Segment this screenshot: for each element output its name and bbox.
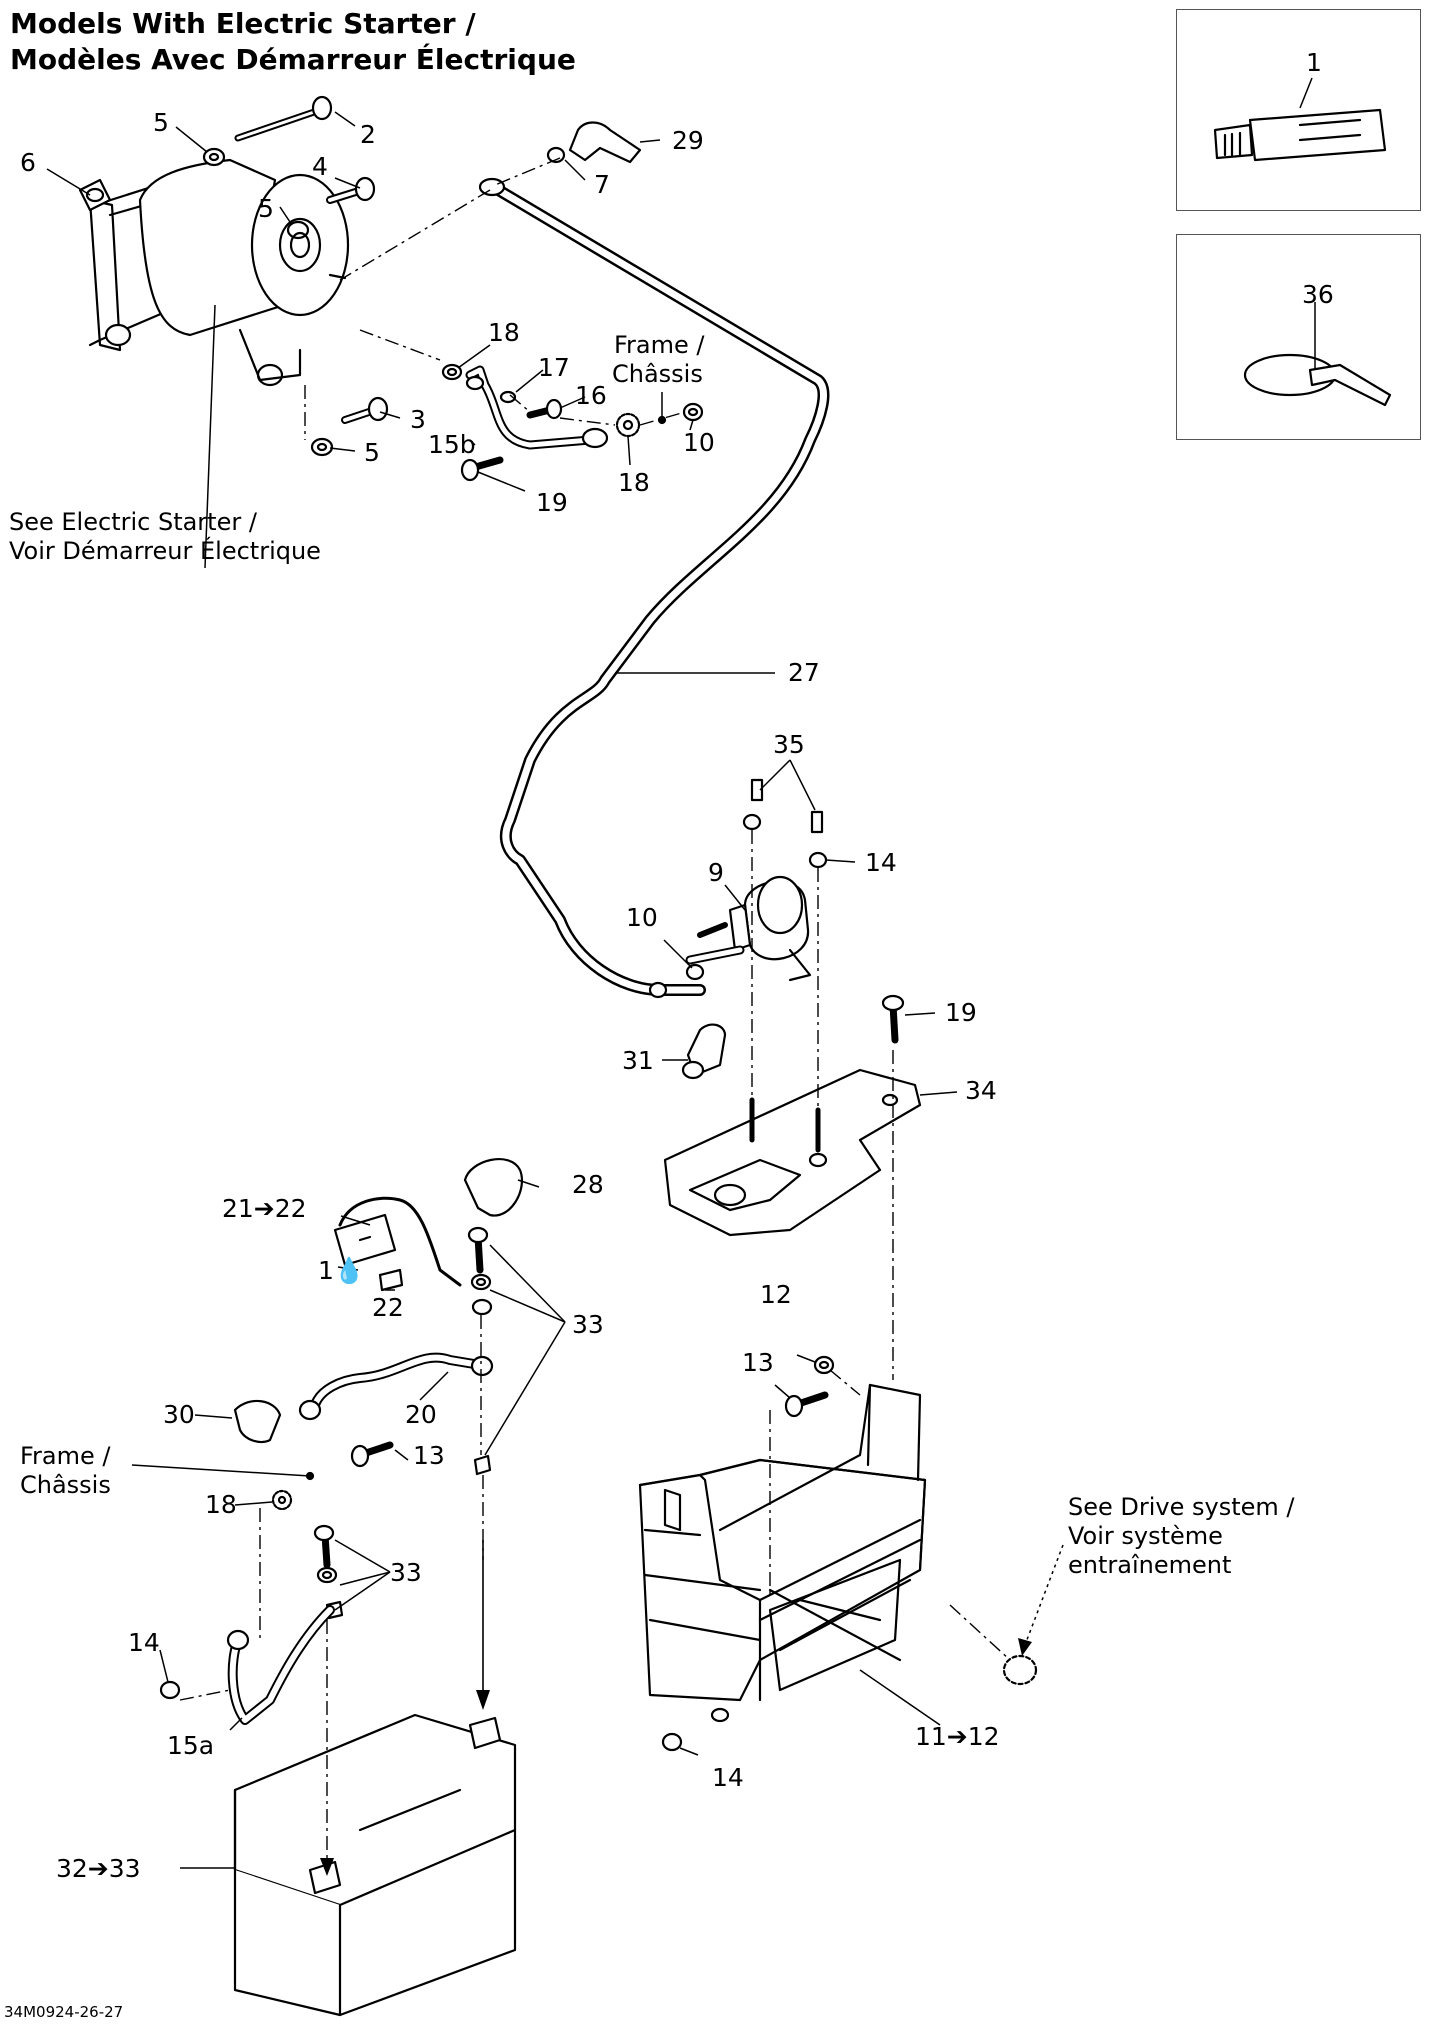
solenoid	[697, 875, 812, 982]
cable-tie	[1243, 353, 1392, 407]
callout-6: 6	[20, 148, 36, 177]
callout-1: 1	[1306, 48, 1322, 77]
washer-5-top	[202, 147, 226, 167]
note-see-drive-system: See Drive system / Voir système entraîne…	[1068, 1493, 1295, 1580]
callout-21-22: 21➔22	[222, 1194, 307, 1223]
callout-9: 9	[708, 858, 724, 887]
callout-11-12: 11➔12	[915, 1722, 1000, 1751]
note-frame-left-line-1: Frame /	[20, 1442, 111, 1470]
callout-32-33: 32➔33	[56, 1854, 141, 1883]
note-frame-top-line-2: Châssis	[612, 360, 703, 388]
callout-13-left: 13	[413, 1441, 445, 1470]
callout-35: 35	[773, 730, 805, 759]
cable-15a	[226, 1605, 335, 1725]
callout-12: 12	[760, 1280, 792, 1309]
bolt-2	[234, 95, 333, 142]
grease-tube	[1213, 108, 1387, 162]
callout-20: 20	[405, 1400, 437, 1429]
note-frame-left-line-2: Châssis	[20, 1471, 111, 1499]
callout-14-low: 14	[712, 1763, 744, 1792]
title-line-2: Modèles Avec Démarreur Électrique	[10, 43, 576, 76]
callout-15a: 15a	[167, 1731, 215, 1760]
cable-15b	[465, 365, 609, 450]
callout-5-mid: 5	[258, 194, 274, 223]
callout-18-low: 18	[205, 1490, 237, 1519]
callout-19-top: 19	[536, 488, 568, 517]
callout-31: 31	[622, 1046, 654, 1075]
note-see-drive-system-line-3: entraînement	[1068, 1551, 1232, 1579]
washer-5-mid	[286, 220, 310, 240]
note-see-drive-system-line-1: See Drive system /	[1068, 1493, 1295, 1521]
callout-5-top: 5	[153, 108, 169, 137]
callout-30: 30	[163, 1400, 195, 1429]
callout-14-top: 14	[865, 848, 897, 877]
drop-icon: 💧	[333, 1256, 366, 1285]
washer-5-low	[310, 437, 334, 457]
callout-27: 27	[788, 658, 820, 687]
inset-box-cable-tie	[1176, 234, 1421, 440]
note-frame-top: Frame / Châssis	[612, 331, 705, 389]
callout-1-drop: 1💧	[318, 1258, 365, 1283]
callout-5-low: 5	[364, 438, 380, 467]
callout-4: 4	[312, 152, 328, 181]
cable-27	[478, 177, 830, 996]
callout-1-drop-number: 1	[318, 1256, 334, 1285]
title-line-1: Models With Electric Starter /	[10, 7, 476, 40]
callout-17: 17	[538, 353, 570, 382]
callout-3: 3	[410, 405, 426, 434]
callout-18-top: 18	[488, 318, 520, 347]
bracket-34	[663, 1068, 922, 1237]
callout-22: 22	[372, 1293, 404, 1322]
note-see-electric-starter: See Electric Starter / Voir Démarreur Él…	[9, 508, 321, 566]
page-title: Models With Electric Starter / Modèles A…	[10, 6, 576, 78]
note-frame-left: Frame / Châssis	[20, 1442, 111, 1500]
callout-15b: 15b	[428, 430, 476, 459]
callout-10-top: 10	[683, 428, 715, 457]
note-see-drive-system-line-2: Voir système	[1068, 1522, 1223, 1550]
callout-13-tray: 13	[742, 1348, 774, 1377]
callout-19-mid: 19	[945, 998, 977, 1027]
cable-20	[298, 1352, 494, 1421]
drawing-code: 34M0924-26-27	[4, 2003, 124, 2021]
note-see-electric-starter-line-1: See Electric Starter /	[9, 508, 257, 536]
callout-14-left: 14	[128, 1628, 160, 1657]
callout-29: 29	[672, 126, 704, 155]
callout-16: 16	[575, 381, 607, 410]
callout-36: 36	[1302, 280, 1334, 309]
callout-10-mid: 10	[626, 903, 658, 932]
note-frame-top-line-1: Frame /	[614, 331, 705, 359]
callout-2: 2	[360, 120, 376, 149]
battery	[233, 1713, 517, 2017]
callout-7: 7	[594, 170, 610, 199]
callout-33-top: 33	[572, 1310, 604, 1339]
callout-33-low: 33	[390, 1558, 422, 1587]
callout-18-mid: 18	[618, 468, 650, 497]
note-see-electric-starter-line-2: Voir Démarreur Électrique	[9, 537, 321, 565]
callout-34: 34	[965, 1076, 997, 1105]
battery-tray	[638, 1383, 927, 1723]
electric-starter	[78, 158, 350, 387]
callout-28: 28	[572, 1170, 604, 1199]
